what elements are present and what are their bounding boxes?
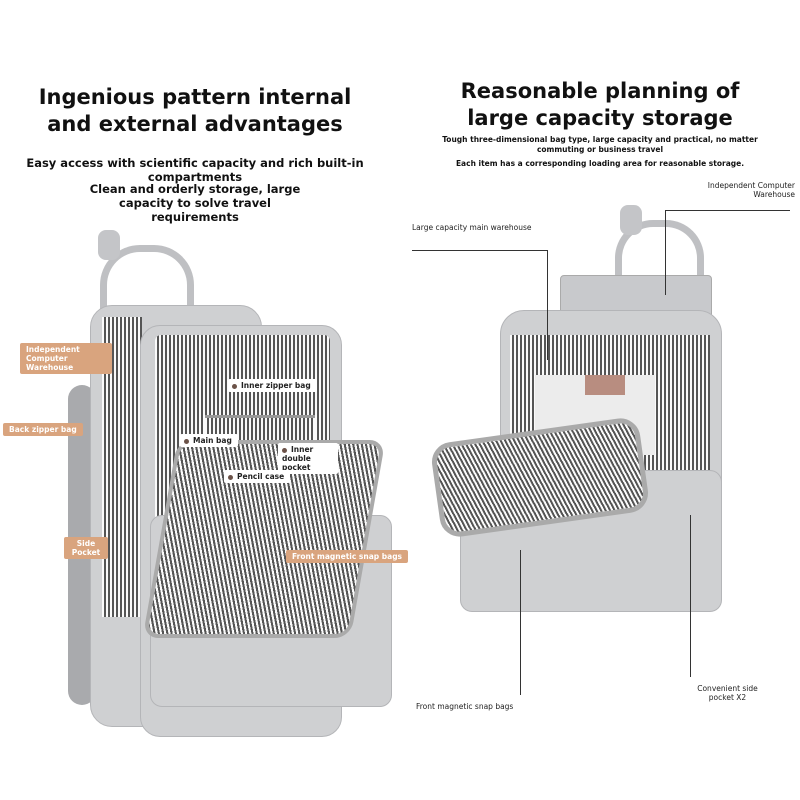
right-subtitle-2: Each item has a corresponding loading ar… xyxy=(455,159,745,168)
right-title: Reasonable planning of large capacity st… xyxy=(460,79,740,130)
label-text: Inner double pocket xyxy=(282,445,314,472)
label-text: Pencil case xyxy=(237,472,285,481)
dot-icon xyxy=(282,447,287,453)
dot-icon xyxy=(232,383,237,389)
leader-line xyxy=(665,210,666,295)
leader-line xyxy=(665,210,790,211)
tag-inner-zipper-bag: Inner zipper bag xyxy=(228,379,317,392)
leader-line xyxy=(547,250,548,360)
label-front-magnetic-snap-bags: Front magnetic snap bags xyxy=(416,702,514,711)
leader-line xyxy=(412,250,547,251)
left-title: Ingenious pattern internal and external … xyxy=(38,85,352,136)
left-subtitle-2: Clean and orderly storage, large capacit… xyxy=(89,182,301,224)
tag-independent-computer-warehouse: Independent Computer Warehouse xyxy=(20,343,112,374)
tag-inner-double-pocket: Inner double pocket xyxy=(278,443,338,474)
tag-back-zipper-bag: Back zipper bag xyxy=(3,423,83,436)
leader-line xyxy=(690,515,691,677)
tag-main-bag: Main bag xyxy=(180,434,238,447)
left-backpack-image xyxy=(60,225,392,745)
tag-front-magnetic-snap-bags: Front magnetic snap bags xyxy=(286,550,409,563)
leader-line xyxy=(520,550,521,695)
tag-side-pocket: Side Pocket xyxy=(64,537,108,559)
left-subtitle-1: Easy access with scientific capacity and… xyxy=(26,156,364,184)
label-independent-computer-warehouse: Independent Computer Warehouse xyxy=(707,181,795,199)
right-subtitle-1: Tough three-dimensional bag type, large … xyxy=(442,135,758,154)
right-backpack-image xyxy=(429,205,750,635)
label-large-capacity-main-warehouse: Large capacity main warehouse xyxy=(412,223,532,232)
tag-pencil-case: Pencil case xyxy=(224,470,291,483)
label-text: Main bag xyxy=(193,436,232,445)
dot-icon xyxy=(228,474,233,480)
dot-icon xyxy=(184,438,189,444)
label-text: Inner zipper bag xyxy=(241,381,311,390)
label-convenient-side-pocket: Convenient side pocket X2 xyxy=(697,684,758,702)
